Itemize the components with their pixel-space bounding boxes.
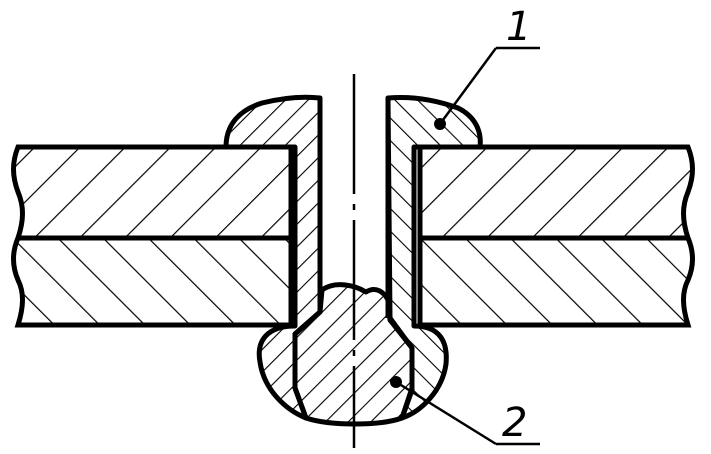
leader-dot-1 bbox=[434, 118, 446, 130]
leader-line-1 bbox=[438, 47, 498, 125]
lower-plate-left bbox=[11, 235, 294, 328]
leader-dot-2 bbox=[390, 376, 402, 388]
callout-label-2: 2 bbox=[502, 400, 527, 446]
rivet-sleeve-left bbox=[223, 94, 323, 421]
callout-label-1: 1 bbox=[506, 4, 531, 50]
leader-line-2 bbox=[395, 380, 497, 446]
upper-plate-left bbox=[11, 144, 294, 241]
upper-plate-right bbox=[417, 144, 695, 241]
lower-plate-right bbox=[417, 235, 695, 328]
rivet-sleeve-right bbox=[385, 95, 483, 421]
